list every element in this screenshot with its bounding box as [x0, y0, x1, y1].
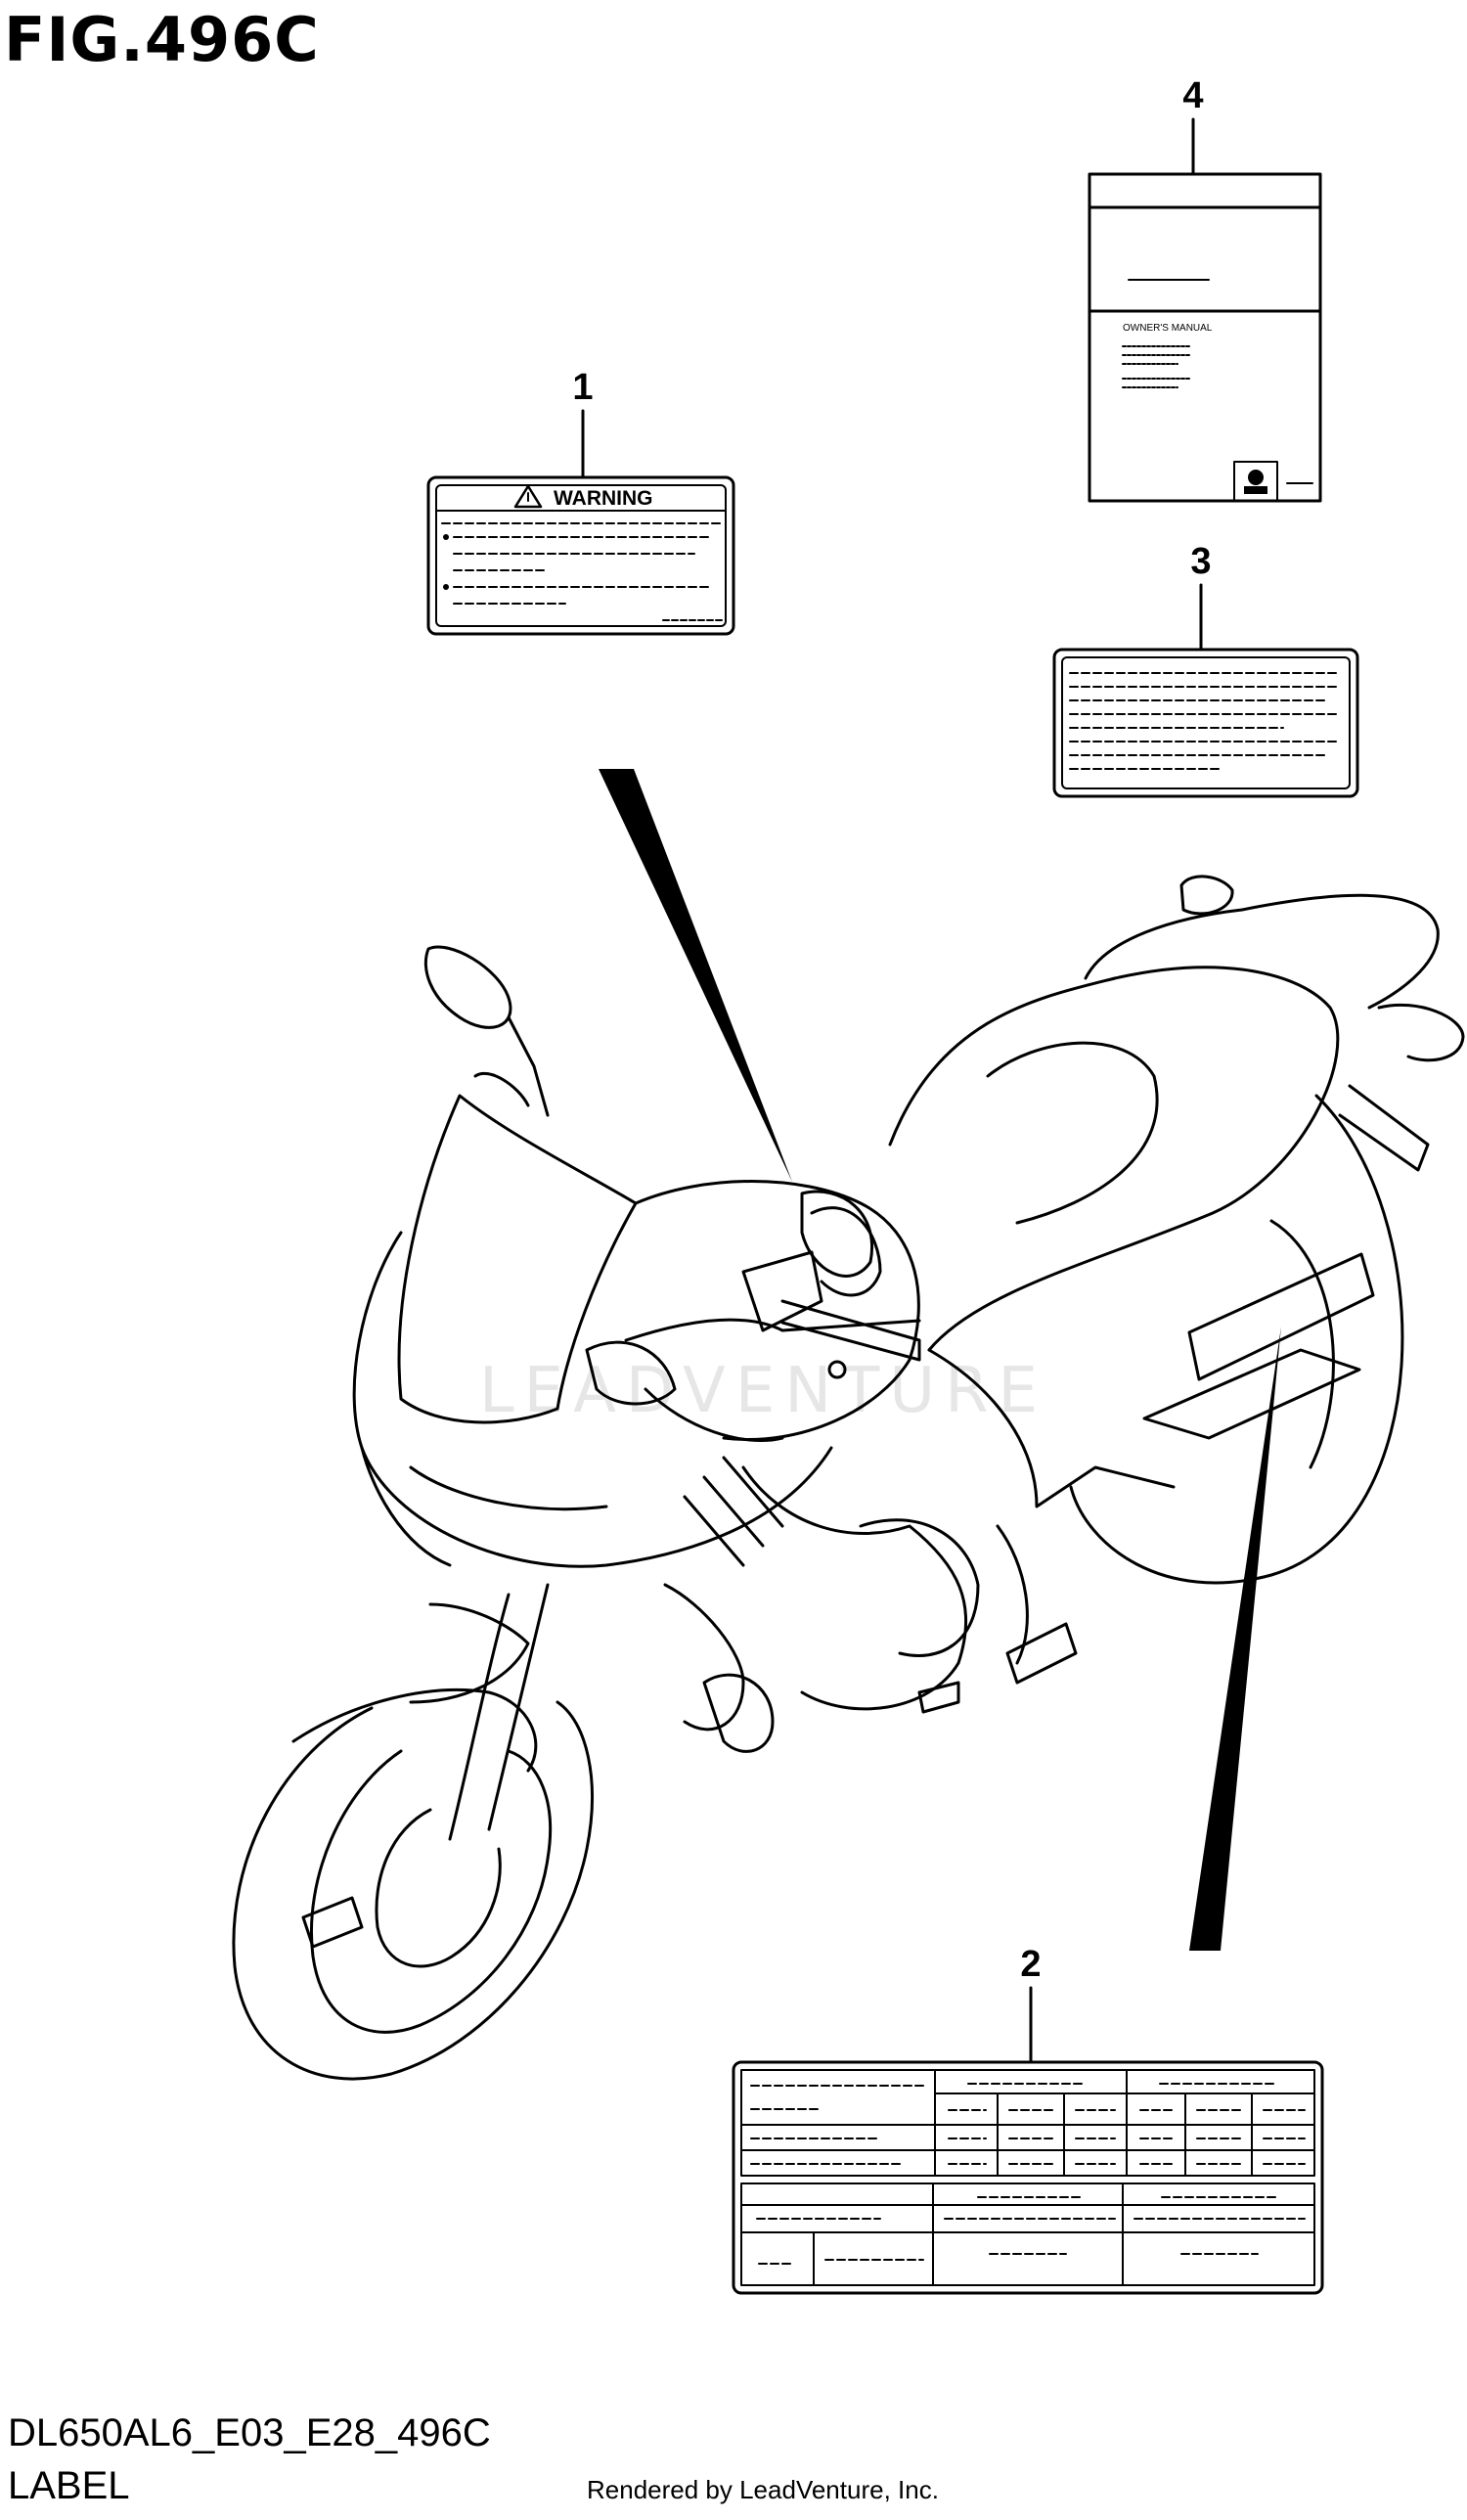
leader-wedge-1 — [599, 769, 792, 1182]
reader-icon — [1248, 470, 1264, 485]
callout-number-3: 3 — [1190, 541, 1211, 582]
render-credit: Rendered by LeadVenture, Inc. — [587, 2475, 939, 2504]
figure-title: FIG.496C — [4, 4, 320, 75]
part-3-info-label[interactable]: 3 — [1052, 541, 1359, 798]
callout-number-2: 2 — [1020, 1944, 1041, 1985]
diagram-code: DL650AL6_E03_E28_496C — [8, 2411, 491, 2454]
diagram-name: LABEL — [8, 2464, 130, 2507]
leader-wedge-2 — [1189, 1327, 1281, 1951]
callout-number-1: 1 — [572, 367, 593, 408]
part-1-warning-label[interactable]: 1 WARNING — [426, 367, 735, 636]
warning-heading: WARNING — [554, 487, 653, 510]
motorcycle-drawing — [232, 875, 1465, 2081]
part-2-spec-label[interactable]: 2 — [732, 1944, 1324, 2295]
manual-heading: OWNER'S MANUAL — [1123, 323, 1213, 334]
callout-number-4: 4 — [1182, 75, 1203, 116]
part-4-owners-manual[interactable]: 4 OWNER'S MANUAL — [1088, 75, 1322, 503]
watermark: LEADVENTURE — [479, 1355, 1047, 1427]
warning-triangle-icon — [513, 484, 543, 509]
